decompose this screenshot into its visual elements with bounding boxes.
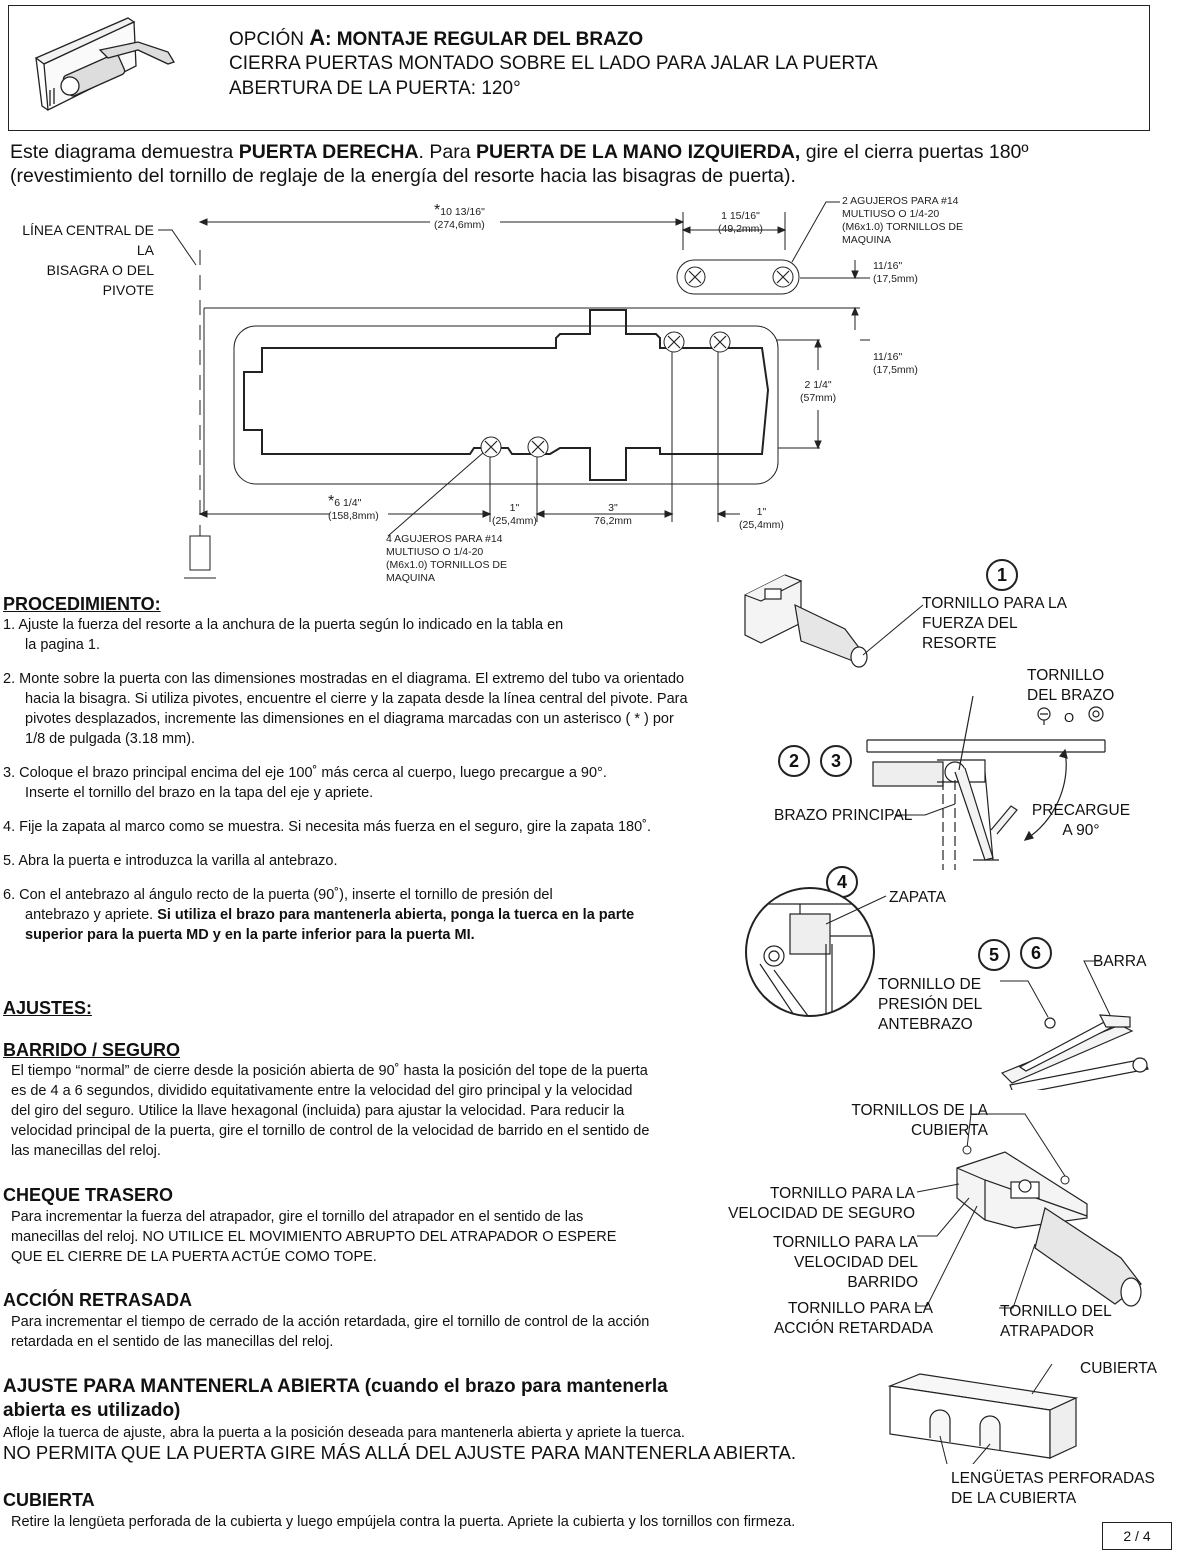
closer-mount-thumbnail bbox=[34, 17, 175, 112]
closer-adjust-figure bbox=[916, 1113, 1142, 1309]
backcheck-text: Para incrementar la fuerza del atrapador… bbox=[11, 1209, 617, 1265]
intro-line-2: (revestimiento del tornillo de reglaje d… bbox=[10, 165, 796, 187]
adjustments-heading: AJUSTES: bbox=[3, 998, 93, 1018]
bar-label: BARRA bbox=[1093, 953, 1147, 970]
delay-text: Para incrementar el tiempo de cerrado de… bbox=[11, 1314, 650, 1350]
shoe-figure bbox=[745, 887, 887, 1017]
cover-text: Retire la lengüeta perforada de la cubie… bbox=[11, 1514, 796, 1530]
dim-top-total: *10 13/16"(274,6mm) bbox=[434, 202, 485, 232]
step-6-badge: 6 bbox=[1020, 937, 1052, 969]
mounting-template-diagram bbox=[158, 201, 870, 579]
page-number: 2 / 4 bbox=[1102, 1522, 1172, 1550]
dim-right-2: 11/16"(17,5mm) bbox=[873, 351, 918, 376]
main-arm-figure bbox=[866, 695, 1106, 870]
main-arm-leader bbox=[895, 803, 956, 816]
step-3-badge: 3 bbox=[820, 745, 852, 777]
cover-figure bbox=[887, 1364, 1079, 1464]
procedure-heading: PROCEDIMIENTO: bbox=[3, 594, 161, 614]
intro-line-1: Este diagrama demuestra PUERTA DERECHA. … bbox=[10, 141, 1029, 163]
step-2-badge: 2 bbox=[778, 745, 810, 777]
arm-screw-options-icon bbox=[1037, 706, 1104, 725]
header-door-opening: ABERTURA DE LA PUERTA: 120° bbox=[229, 78, 521, 99]
forearm-figure bbox=[1000, 960, 1149, 1090]
cover-label: CUBIERTA bbox=[1080, 1360, 1157, 1377]
sweep-text: El tiempo “normal” de cierre desde la po… bbox=[11, 1063, 650, 1159]
step-5-badge: 5 bbox=[978, 939, 1010, 971]
dim-right-3: 2 1/4"(57mm) bbox=[800, 379, 837, 404]
procedure-steps: 1. Ajuste la fuerza del resorte a la anc… bbox=[3, 617, 688, 943]
closer-spring-figure bbox=[744, 574, 924, 668]
holdopen-warning: NO PERMITA QUE LA PUERTA GIRE MÁS ALLÁ D… bbox=[3, 1442, 797, 1463]
holdopen-heading: AJUSTE PARA MANTENERLA ABIERTA (cuando e… bbox=[3, 1376, 668, 1421]
holdopen-text: Afloje la tuerca de ajuste, abra la puer… bbox=[3, 1425, 685, 1441]
main-arm-label: BRAZO PRINCIPAL bbox=[774, 807, 913, 824]
dim-bottom-4: 1"(25,4mm) bbox=[739, 506, 784, 531]
header-title: OPCIÓN A: MONTAJE REGULAR DEL BRAZO bbox=[229, 25, 644, 51]
dim-shoe-spacing: 1 15/16"(49,2mm) bbox=[718, 210, 763, 235]
backcheck-heading: CHEQUE TRASERO bbox=[3, 1185, 174, 1205]
sweep-heading: BARRIDO / SEGURO bbox=[3, 1040, 181, 1060]
dim-bottom-1: *6 1/4"(158,8mm) bbox=[328, 493, 379, 523]
header-box bbox=[8, 5, 1150, 131]
header-subtitle: CIERRA PUERTAS MONTADO SOBRE EL LADO PAR… bbox=[229, 53, 878, 74]
dim-right-1: 11/16"(17,5mm) bbox=[873, 260, 918, 285]
delay-heading: ACCIÓN RETRASADA bbox=[3, 1290, 192, 1310]
shoe-label: ZAPATA bbox=[889, 889, 946, 906]
dim-bottom-2: 1"(25,4mm) bbox=[492, 502, 537, 527]
arm-screw-or: O bbox=[1064, 710, 1075, 725]
step-1-badge: 1 bbox=[986, 559, 1018, 591]
cover-heading: CUBIERTA bbox=[3, 1490, 95, 1510]
dim-bottom-3: 3"76,2mm bbox=[594, 502, 632, 527]
step-4-badge: 4 bbox=[826, 866, 858, 898]
